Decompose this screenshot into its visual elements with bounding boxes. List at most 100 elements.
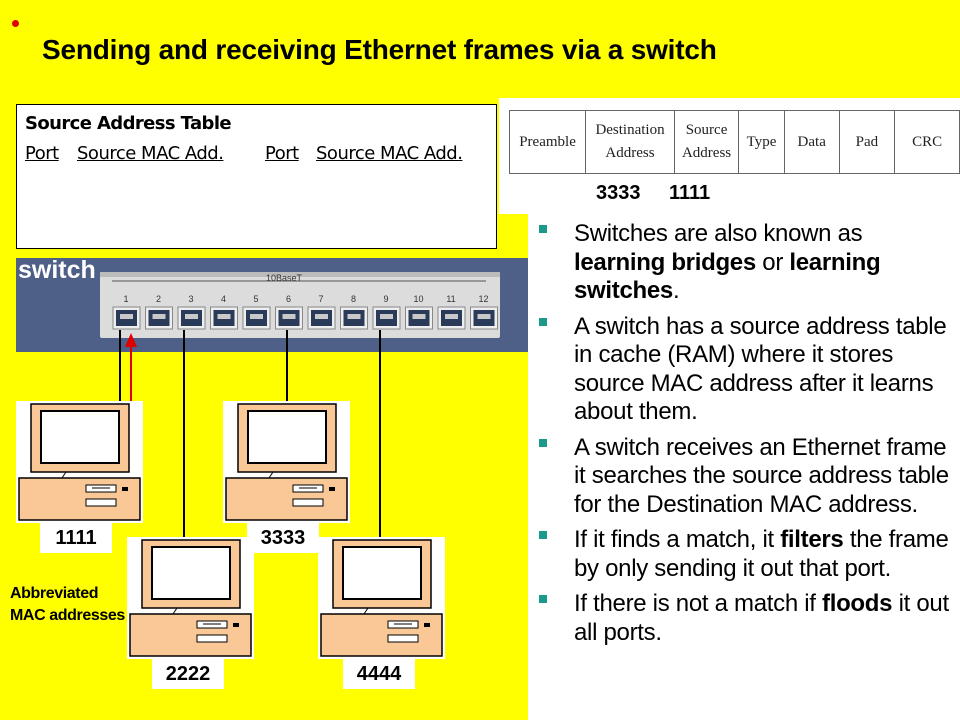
frame-field: Data (783, 110, 840, 174)
port-number: 9 (383, 294, 388, 304)
cables (119, 330, 381, 540)
bullet-marker-icon (539, 438, 547, 447)
switch-model-label: 10BaseT (266, 273, 303, 283)
power-led (329, 487, 335, 491)
port-number: 10 (413, 294, 423, 304)
port-pins (380, 314, 393, 319)
monitor-stand (268, 471, 274, 479)
pc-label-3333: 3333 (247, 523, 319, 553)
port-number: 5 (253, 294, 258, 304)
frame-field: Pad (838, 110, 896, 174)
port-number: 7 (318, 294, 323, 304)
pc-label-1111: 1111 (40, 523, 112, 553)
bullet-item: A switch has a source address table in c… (539, 312, 950, 427)
drive-bay (387, 634, 419, 643)
power-led (233, 623, 239, 627)
power-led (122, 487, 128, 491)
port-number: 11 (446, 294, 455, 304)
monitor-screen (40, 410, 120, 464)
bullet-text: it out all ports. (574, 590, 949, 646)
port-pins (315, 314, 328, 319)
bullet-text: A switch receives an Ethernet frame it s… (574, 433, 949, 518)
switch-label: switch (18, 256, 96, 284)
pc-2222 (127, 537, 254, 659)
frame-field: CRC (894, 110, 960, 174)
sat-col-port-2: Port (265, 143, 299, 164)
bullet-marker-icon (539, 317, 547, 326)
pc-case (18, 477, 141, 521)
bullet-emphasis: learning bridges (574, 248, 756, 276)
pc-label-2222: 2222 (152, 659, 224, 689)
bullet-panel (528, 214, 960, 720)
port-pins (412, 314, 426, 319)
bullet-text: the frame by only sending it out that po… (574, 526, 949, 582)
port-pins (185, 314, 198, 319)
port-pins (120, 314, 133, 319)
pc-4444 (318, 537, 445, 659)
bullet-emphasis: filters (780, 526, 844, 553)
monitor-stand (363, 607, 369, 615)
drive-bay (292, 498, 324, 507)
abbreviated-mac-caption: Abbreviated MAC addresses (10, 585, 125, 624)
port-number: 8 (351, 294, 356, 304)
monitor-screen (151, 546, 231, 600)
port-pins (217, 314, 231, 319)
port-pins (347, 314, 361, 319)
bullet-item: If it finds a match, it filters the fram… (539, 526, 950, 583)
port-number: 12 (478, 294, 488, 304)
port-number: 4 (221, 294, 226, 304)
bullet-marker-icon (539, 531, 547, 539)
monitor-stand (172, 607, 178, 615)
monitor-screen (247, 410, 327, 464)
pc-case (320, 613, 443, 657)
monitor-stand (61, 471, 67, 479)
bullet-text: Switches are also known as (574, 220, 863, 247)
switch-faceplate-edge (100, 272, 500, 277)
sat-col-mac-1: Source MAC Add. (77, 143, 224, 164)
bullet-emphasis: learning switches (574, 248, 881, 305)
port-number: 3 (188, 294, 193, 304)
bullet-text: . (672, 277, 680, 304)
drive-bay (85, 498, 117, 507)
bullet-item: Switches are also known as learning brid… (539, 220, 950, 306)
port-number: 1 (123, 294, 128, 304)
port-pins (477, 314, 491, 319)
sat-col-port-1: Port (25, 143, 59, 164)
title-bullet-dot (12, 20, 19, 27)
port-pins (282, 314, 296, 319)
source-address-table: Source Address Table Port Source MAC Add… (16, 104, 497, 249)
bullet-list: Switches are also known as learning brid… (539, 220, 950, 654)
bullet-text: If it finds a match, it (574, 526, 781, 553)
pc-case (129, 613, 252, 657)
bullet-text: A switch has a source address table in c… (574, 312, 947, 426)
pc-label-4444: 4444 (343, 659, 415, 689)
port-number: 2 (156, 294, 161, 304)
slide-title: Sending and receiving Ethernet frames vi… (42, 34, 717, 65)
bullet-marker-icon (539, 225, 547, 233)
bullet-marker-icon (539, 595, 547, 603)
pc-case (225, 477, 348, 521)
port-number: 6 (286, 294, 291, 304)
bullet-item: If there is not a match if floods it out… (539, 590, 950, 647)
frame-source-value: 1111 (669, 182, 711, 204)
bullet-text: or (755, 248, 790, 276)
bullet-emphasis: floods (822, 590, 893, 617)
frame-destination-value: 3333 (596, 182, 641, 204)
port-pins (152, 314, 166, 319)
pc-1111 (16, 401, 143, 523)
arrow-head (125, 333, 137, 347)
frame-field: Preamble (508, 110, 587, 174)
bullet-text: If there is not a match if (574, 590, 823, 617)
power-led (424, 623, 430, 627)
computers (16, 401, 445, 659)
sat-title: Source Address Table (25, 113, 232, 134)
monitor-screen (342, 546, 422, 600)
sat-col-mac-2: Source MAC Add. (316, 143, 463, 164)
